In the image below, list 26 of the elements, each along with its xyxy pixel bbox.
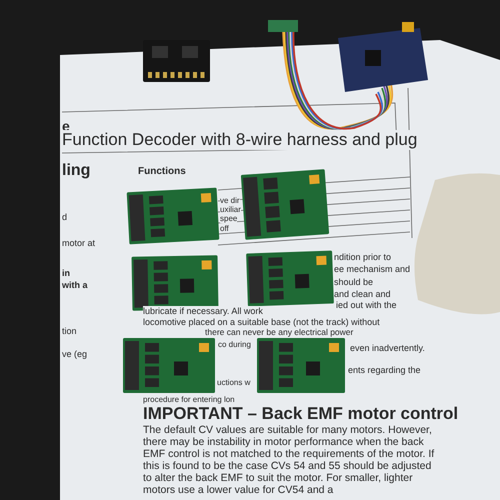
text-fragment: should be bbox=[334, 277, 374, 288]
text-fragment: Functions bbox=[138, 166, 186, 178]
document-title: Function Decoder with 8-wire harness and plug bbox=[62, 130, 418, 150]
text-fragment: ve (eg bbox=[62, 349, 88, 360]
text-fragment: co during bbox=[218, 340, 251, 350]
text-fragment: ee mechanism and bbox=[334, 264, 410, 274]
text-fragment: ling bbox=[62, 162, 90, 180]
text-fragment: lubricate if necessary. All work bbox=[143, 306, 263, 316]
text-fragment: even inadvertently. bbox=[350, 343, 425, 354]
text-fragment: uxiliar bbox=[220, 205, 241, 214]
text-fragment: ents regarding the bbox=[348, 365, 421, 376]
text-fragment: ndition prior to bbox=[334, 252, 392, 262]
text-fragment: there can never be any electrical power bbox=[205, 328, 354, 338]
text-fragment: d bbox=[62, 212, 68, 222]
text-fragment: ve dir bbox=[220, 196, 240, 206]
text-fragment: and clean and bbox=[334, 289, 391, 300]
text-fragment: procedure for entering lon bbox=[143, 395, 235, 404]
text-fragment: uctions w bbox=[217, 378, 250, 388]
text-fragment: spee bbox=[220, 214, 238, 224]
text-fragment: motor at bbox=[62, 238, 96, 248]
text-fragment: off bbox=[220, 224, 229, 234]
text-fragment: ied out with the bbox=[336, 300, 397, 310]
text-fragment: in bbox=[62, 268, 70, 278]
text-fragment: tion bbox=[62, 326, 77, 336]
text-fragment: locomotive placed on a suitable base (not the track) without bbox=[143, 317, 380, 328]
text-fragment: with a bbox=[62, 280, 88, 290]
